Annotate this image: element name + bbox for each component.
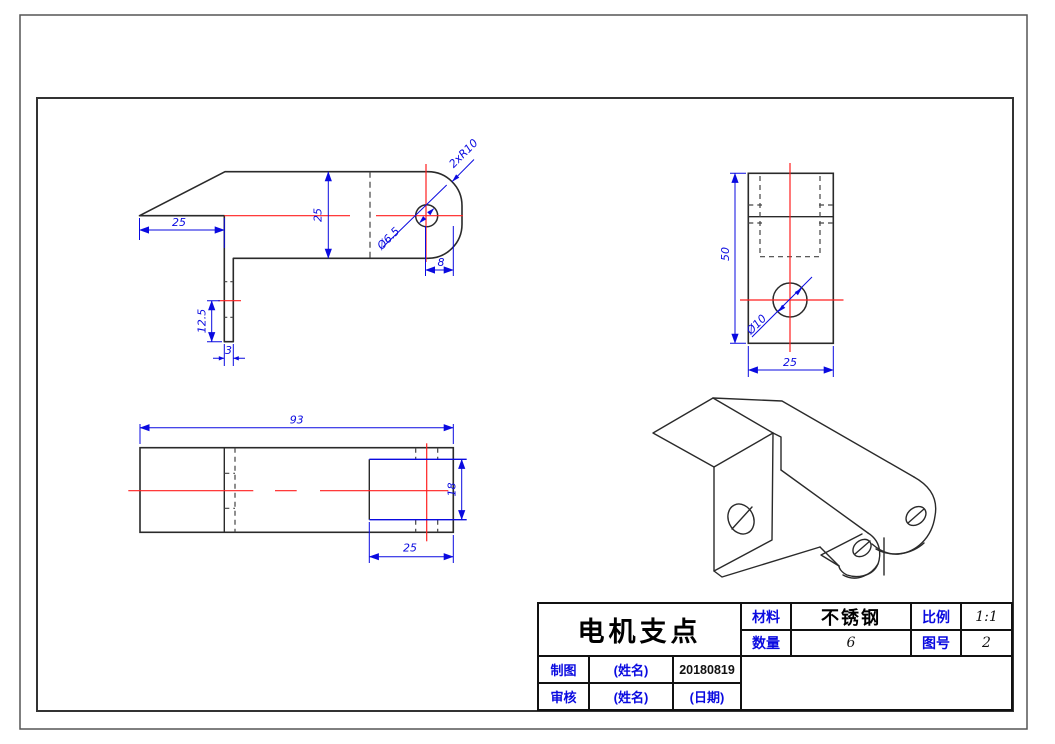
- front-dim-hole-dia-text: Ø6.5: [374, 225, 402, 253]
- front-dim-leg-height: [207, 300, 222, 343]
- iso-arm-end-thickness: [875, 542, 925, 555]
- iso-top-plate: [652, 397, 774, 468]
- checker-name: (姓名): [613, 690, 649, 705]
- drafter-label: 制图: [550, 663, 577, 678]
- top-view-outline: [139, 446, 455, 534]
- top-dim-length: [139, 424, 454, 444]
- scale-label: 比例: [922, 608, 950, 625]
- title-block-divider: [672, 655, 674, 709]
- side-dim-height-text: 50: [719, 247, 732, 261]
- front-dim-corner-radius: [451, 159, 475, 183]
- iso-near-arm-top-edge: [780, 469, 869, 534]
- front-dim-hole-offset-text: 8: [438, 256, 445, 269]
- inner-frame: [36, 97, 1014, 712]
- front-view: 25 25 12.5 3 8 Ø: [138, 136, 481, 366]
- title-block-empty-cell: [742, 657, 1011, 709]
- drafter-date: 20180819: [679, 662, 735, 677]
- checker-label: 审核: [550, 690, 577, 705]
- isometric-view: [652, 397, 937, 579]
- quantity-label: 数量: [752, 635, 780, 651]
- side-view-outline: [747, 172, 835, 345]
- iso-front-plate: [713, 432, 774, 572]
- iso-front-plate-side: [772, 432, 782, 471]
- front-view-outline: [138, 170, 463, 343]
- front-dim-arm-height-text: 25: [312, 208, 325, 222]
- scale-value: 1:1: [975, 608, 998, 625]
- checker-date: (日期): [689, 690, 725, 705]
- side-dim-hole-dia-text: Ø10: [743, 312, 769, 338]
- top-view-hidden-lines: [224, 447, 439, 533]
- iso-near-arm-hole-edge: [854, 540, 871, 555]
- top-dim-tab-width-text: 18: [446, 483, 459, 497]
- front-dim-flange-width-text: 25: [172, 216, 186, 229]
- front-dim-corner-radius-text: 2xR10: [446, 136, 480, 170]
- title-block-divider: [588, 655, 590, 709]
- front-dim-leg-thickness-text: 3: [225, 344, 232, 357]
- iso-bottom-join-edge: [819, 546, 840, 567]
- side-dim-width-text: 25: [783, 356, 797, 369]
- top-dim-tab-length-text: 25: [403, 542, 417, 555]
- front-dim-hole-dia: [382, 184, 448, 248]
- top-view-centerlines: [128, 443, 449, 542]
- front-dim-leg-thickness: [213, 344, 245, 366]
- front-dim-flange-width: [139, 218, 225, 248]
- iso-near-arm-slot-edges: [820, 533, 863, 567]
- side-dim-hole-dia: [751, 276, 813, 338]
- top-dim-length-text: 93: [290, 414, 304, 427]
- side-dim-height: [730, 172, 746, 344]
- front-dim-leg-height-text: 12.5: [196, 309, 209, 334]
- drafter-name: (姓名): [613, 663, 649, 678]
- iso-near-arm-end-thickness: [842, 563, 879, 579]
- drawing-no-label: 图号: [922, 635, 950, 651]
- title-block: 电机支点 材料 不锈钢 比例 1:1 数量 6 图号 2 制图 (姓名) 201…: [537, 602, 1013, 711]
- iso-arm-hole-edge: [907, 508, 925, 524]
- title-block-divider: [539, 682, 742, 684]
- side-view-centerlines: [740, 163, 844, 352]
- title-block-divider: [539, 655, 1011, 657]
- iso-front-plate-thickness: [713, 546, 821, 578]
- title-block-divider: [740, 629, 1011, 631]
- side-dim-width: [747, 346, 834, 377]
- iso-front-hole: [727, 503, 755, 535]
- part-name: 电机支点: [577, 617, 702, 647]
- front-view-centerlines: [218, 164, 463, 302]
- front-dim-hole-offset: [425, 226, 454, 276]
- material-label: 材料: [752, 608, 780, 625]
- iso-front-hole-edge: [731, 506, 753, 530]
- top-dim-tab-length: [368, 522, 454, 563]
- drawing-no-value: 2: [982, 635, 991, 651]
- material-value: 不锈钢: [821, 607, 881, 628]
- quantity-value: 6: [846, 635, 856, 651]
- front-view-hidden-leg-marks: [224, 281, 234, 318]
- top-view: 93 18 25: [128, 414, 467, 563]
- top-dim-tab-width: [369, 458, 467, 521]
- outer-border: [19, 14, 1028, 730]
- iso-arm-top-edge: [712, 397, 915, 478]
- side-view: 50 25 Ø10: [719, 163, 844, 377]
